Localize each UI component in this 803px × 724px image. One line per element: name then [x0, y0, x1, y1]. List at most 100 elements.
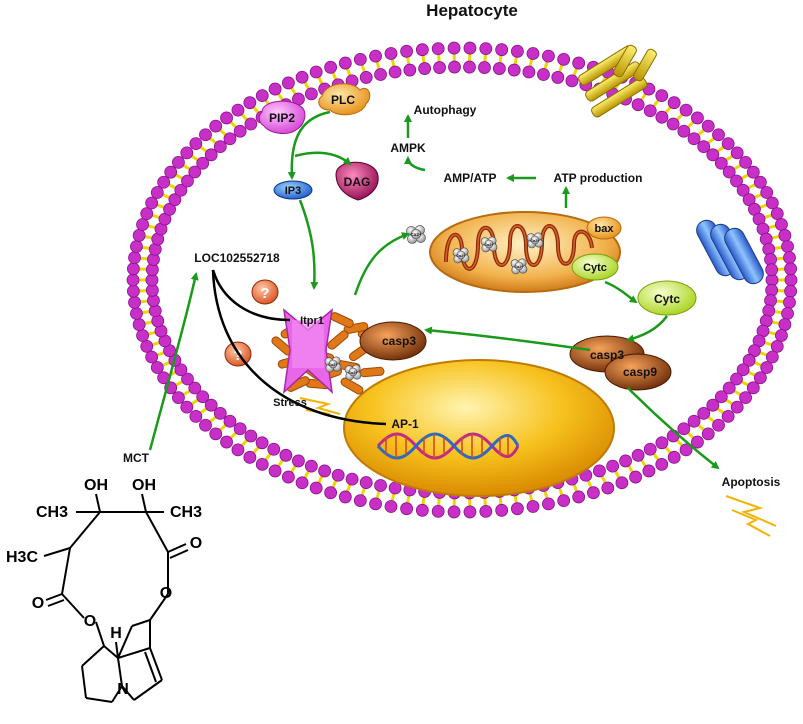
cytc-mito-label: Cytc [583, 262, 607, 274]
nucleus [344, 360, 614, 496]
lipid-head [385, 501, 397, 513]
caspase-complex: casp3 casp9 [570, 336, 671, 390]
lipid-head [678, 125, 690, 137]
itpr1-label: Itpr1 [300, 315, 324, 327]
lipid-head [310, 66, 322, 78]
lipid-head [630, 471, 642, 483]
lipid-head [620, 455, 632, 467]
lipid-head [691, 112, 703, 124]
lipid-head [493, 63, 505, 75]
lipid-head [527, 47, 539, 59]
lipid-head [761, 361, 773, 373]
lipid-head [632, 99, 644, 111]
pip2-label: PIP2 [269, 111, 295, 125]
lipid-head [332, 469, 344, 481]
dag-label: DAG [344, 175, 371, 189]
lipid-head [722, 138, 734, 150]
lipid-head [766, 264, 778, 276]
lipid-head [339, 57, 351, 69]
lipid-head [771, 208, 783, 220]
lipid-head [667, 118, 679, 130]
lipid-head [702, 120, 714, 132]
lipid-head [130, 308, 142, 320]
lipid-head [221, 436, 233, 448]
lipid-head [722, 410, 734, 422]
calcium-ion-cluster: Ca2+ [481, 237, 497, 252]
lipid-head [346, 473, 358, 485]
lipid-head [449, 61, 461, 73]
lipid-head [305, 460, 317, 472]
lipid-head [354, 53, 366, 65]
lipid-head [146, 351, 158, 363]
lipid-head [268, 443, 280, 455]
lipid-head [181, 147, 193, 159]
lipid-head [552, 71, 564, 83]
lipid-head [754, 372, 766, 384]
lipid-head [747, 382, 759, 394]
loc-gene-label: LOC102552718 [194, 251, 280, 265]
lipid-head [389, 66, 401, 78]
casp3-complex-label: casp3 [590, 348, 624, 362]
lipid-head [234, 423, 246, 435]
diagram-title: Hepatocyte [426, 1, 518, 20]
lipid-head [172, 156, 184, 168]
lipid-head [668, 97, 680, 109]
lipid-head [766, 351, 778, 363]
lipid-head [537, 68, 549, 80]
lipid-head [782, 308, 794, 320]
bax-label: bax [595, 223, 615, 235]
lipid-head [282, 471, 294, 483]
lipid-head [448, 42, 460, 54]
apoptosis-label: Apoptosis [722, 475, 781, 489]
lipid-head [656, 437, 668, 449]
lipid-head [370, 50, 382, 62]
lipid-head [375, 480, 387, 492]
lipid-head [305, 88, 317, 100]
lipid-head [190, 138, 202, 150]
lipid-head [480, 505, 492, 517]
lipid-head [269, 83, 281, 95]
er-membrane-fragment [326, 329, 350, 351]
lipid-head [269, 465, 281, 477]
lipid-head [210, 428, 222, 440]
plc-label: PLC [331, 93, 355, 107]
lipid-head [480, 43, 492, 55]
lipid-head [137, 330, 149, 342]
lipid-head [607, 460, 619, 472]
lipid-head [747, 166, 759, 178]
lipid-head [779, 319, 791, 331]
lipid-head [296, 477, 308, 489]
o-carbonyl-right-label: O [190, 535, 202, 552]
lipid-head [678, 423, 690, 435]
lipid-head [783, 252, 795, 264]
ip3-label: IP3 [285, 185, 302, 197]
calcium-ion-label: Ca2+ [514, 264, 524, 269]
cytc-mito: Cytc [572, 254, 618, 280]
lipid-head [680, 104, 692, 116]
apoptosis-lightning-icon [726, 496, 776, 536]
lipid-head [224, 133, 236, 145]
lipid-head [478, 62, 490, 74]
atp-production-label: ATP production [554, 171, 643, 185]
amp-atp-label: AMP/ATP [443, 171, 496, 185]
lipid-head [713, 129, 725, 141]
dag-molecule: DAG [336, 162, 378, 200]
lipid-head [656, 90, 668, 102]
h-label: H [110, 625, 122, 642]
lipid-head [771, 340, 783, 352]
lipid-head [587, 487, 599, 499]
lipid-head [158, 176, 170, 188]
membrane-channel [693, 217, 767, 287]
lipid-head [245, 430, 257, 442]
o-ester-left-label: O [84, 613, 96, 630]
lipid-head [542, 498, 554, 510]
lipid-head [404, 64, 416, 76]
oh-left-label: OH [84, 477, 108, 494]
calcium-ion-label: Ca2+ [328, 362, 338, 367]
lipid-head [141, 340, 153, 352]
lipid-head [766, 197, 778, 209]
er-membrane-fragment [360, 367, 385, 377]
lipid-head [644, 443, 656, 455]
lipid-head [688, 133, 700, 145]
